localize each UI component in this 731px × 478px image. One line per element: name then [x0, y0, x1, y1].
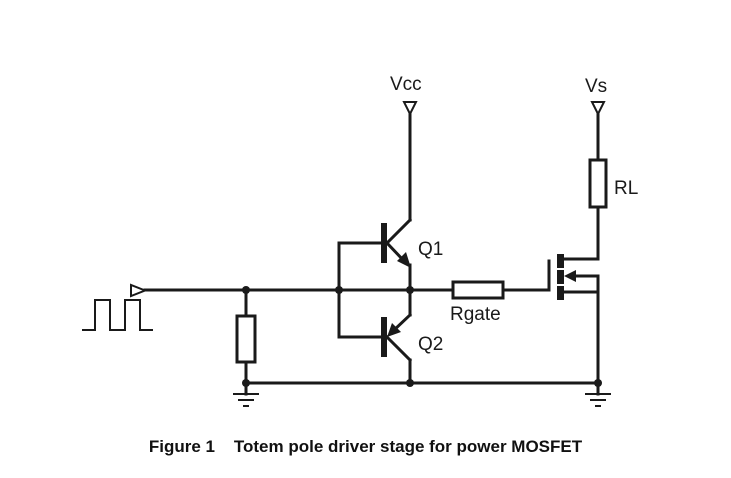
input-arrow-icon — [130, 283, 148, 298]
vcc-label: Vcc — [390, 74, 422, 95]
emitter-arrow-icon — [387, 323, 401, 337]
mosfet — [557, 205, 600, 385]
square-wave-icon — [82, 299, 153, 331]
figure-caption: Figure 1 Totem pole driver stage for pow… — [0, 437, 731, 457]
vcc-supply-icon — [402, 101, 418, 117]
ground-icon — [233, 381, 259, 407]
q2-transistor — [381, 312, 413, 363]
caption-number: Figure 1 — [148, 437, 215, 456]
ground-icon — [585, 381, 611, 407]
rgate-label: Rgate — [450, 304, 501, 325]
base-wire — [337, 241, 386, 339]
junction-dot — [242, 286, 250, 294]
q1-label: Q1 — [418, 239, 443, 260]
body-arrow-icon — [564, 270, 576, 282]
q2-label: Q2 — [418, 334, 443, 355]
pulldown-resistor — [235, 314, 257, 364]
caption-text: Totem pole driver stage for power MOSFET — [233, 437, 583, 456]
rl-resistor — [588, 158, 608, 209]
rl-label: RL — [614, 178, 638, 199]
emitter-arrow-icon — [397, 252, 411, 268]
q1-transistor — [381, 217, 413, 268]
vs-label: Vs — [585, 76, 607, 97]
vs-supply-icon — [590, 101, 606, 117]
rgate-resistor — [451, 280, 505, 300]
